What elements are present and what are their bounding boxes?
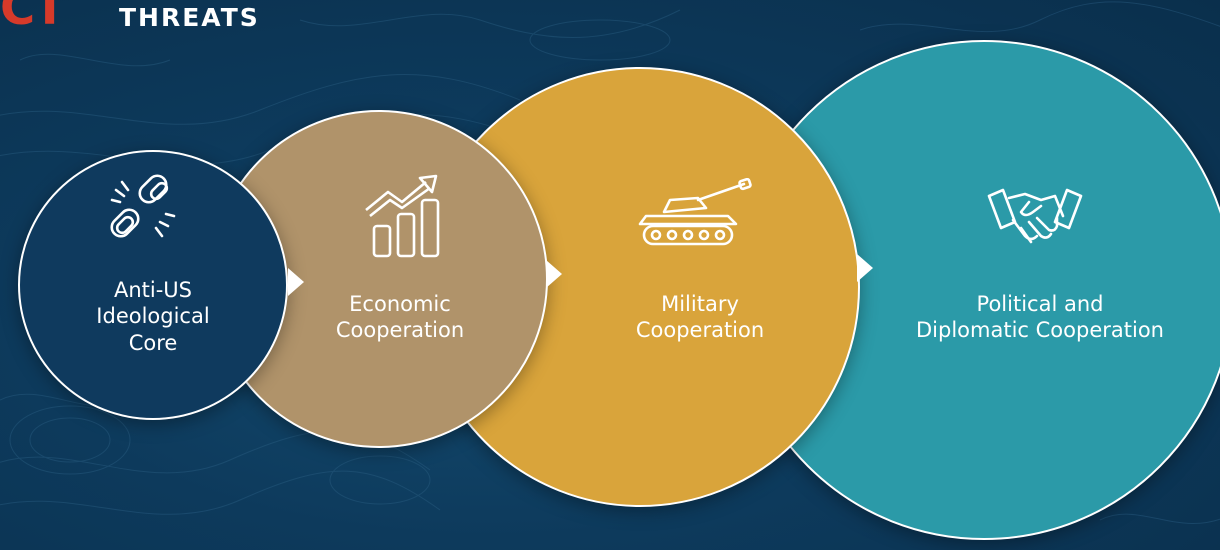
label-line: Economic xyxy=(349,292,451,316)
tank-icon xyxy=(638,178,752,246)
stage-label-military: Military Cooperation xyxy=(590,291,810,344)
broken-chain-icon xyxy=(110,174,176,238)
arrow-right-icon xyxy=(288,268,304,296)
stage-label-political: Political and Diplomatic Cooperation xyxy=(870,291,1210,344)
label-line: Ideological xyxy=(96,304,210,329)
label-line: Political and xyxy=(976,292,1104,316)
arrow-right-icon xyxy=(546,260,562,288)
stage-circle-ideological xyxy=(18,150,288,420)
arrow-right-icon xyxy=(857,254,873,282)
growth-chart-icon xyxy=(365,174,440,258)
label-line: Cooperation xyxy=(335,318,465,343)
handshake-icon xyxy=(987,188,1083,244)
label-line: Anti-US xyxy=(113,278,193,302)
label-line: Cooperation xyxy=(635,318,765,343)
logo-text: THREATS xyxy=(119,3,260,32)
stage-label-ideological: Anti-US Ideological Core xyxy=(48,277,258,356)
logo-mark: CT xyxy=(0,0,66,36)
label-line: Diplomatic Cooperation xyxy=(916,318,1164,343)
label-line: Core xyxy=(128,330,178,355)
stage-label-economic: Economic Cooperation xyxy=(290,291,510,344)
label-line: Military xyxy=(661,292,739,316)
